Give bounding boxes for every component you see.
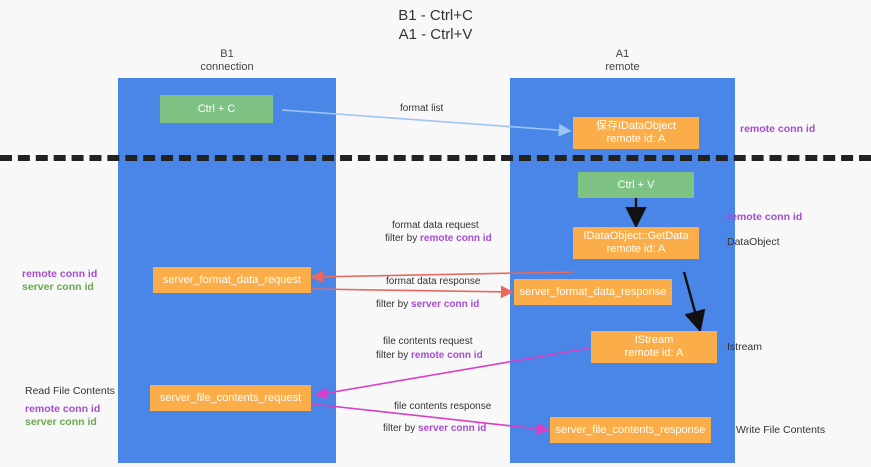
arrow-getdata-to-istream — [682, 271, 706, 333]
box-idataobject-line2: remote id: A — [606, 133, 666, 145]
arrow-format-list — [281, 109, 572, 137]
arrow-format-data-request — [310, 270, 574, 284]
label-file-contents-request: file contents request — [383, 336, 473, 347]
label-format-data-request: format data request — [392, 220, 479, 231]
box-server-file-contents-request[interactable]: server_file_contents_request — [150, 385, 311, 411]
lane-a1-name: A1 — [615, 48, 630, 60]
lane-b1-name: B1 — [220, 48, 234, 60]
box-server-format-data-request[interactable]: server_format_data_request — [153, 267, 311, 293]
box-istream-line1: IStream — [634, 334, 674, 346]
arrow-file-contents-response — [311, 403, 550, 436]
file-contents-request-filter-key: remote conn id — [411, 350, 483, 361]
box-ctrl-c-label: Ctrl + C — [197, 102, 236, 115]
box-getdata-line1: IDataObject::GetData — [583, 230, 689, 242]
note-istream: Istream — [727, 341, 763, 353]
box-server-file-contents-request-label: server_file_contents_request — [159, 391, 302, 404]
note-remote-conn-id-2: remote conn id — [25, 403, 101, 415]
box-istream[interactable]: IStream remote id: A — [591, 331, 717, 363]
lane-a1-sub: remote — [605, 61, 640, 73]
note-server-conn-id-2: server conn id — [25, 416, 97, 428]
lane-header-b1: B1 connection — [118, 48, 336, 74]
box-getdata-line2: remote id: A — [606, 243, 666, 255]
file-contents-response-filter-prefix: filter by — [383, 423, 419, 434]
box-istream-line2: remote id: A — [624, 347, 684, 359]
label-file-contents-response-filter: filter by server conn id — [383, 423, 486, 435]
label-file-contents-request-filter: filter by remote conn id — [376, 350, 483, 362]
file-contents-request-filter-prefix: filter by — [376, 350, 412, 361]
format-data-response-filter-key: server conn id — [411, 299, 480, 310]
box-server-format-data-request-label: server_format_data_request — [162, 273, 302, 286]
box-server-format-data-response-label: server_format_data_response — [519, 285, 667, 298]
box-ctrl-v[interactable]: Ctrl + V — [578, 172, 694, 198]
format-data-request-filter-key: remote conn id — [420, 233, 492, 244]
label-file-contents-response: file contents response — [394, 401, 492, 412]
file-contents-response-filter-key: server conn id — [418, 423, 487, 434]
label-format-data-request-filter: filter by remote conn id — [385, 233, 492, 245]
note-remote-conn-id-1: remote conn id — [22, 268, 98, 280]
diagram-title: B1 - Ctrl+C A1 - Ctrl+V — [0, 6, 871, 44]
box-getdata[interactable]: IDataObject::GetData remote id: A — [573, 227, 699, 259]
arrow-format-data-response — [311, 285, 514, 299]
label-format-data-response: format data response — [386, 276, 481, 287]
note-dataobject: DataObject — [727, 236, 780, 248]
label-format-list: format list — [400, 103, 444, 114]
phase-divider — [0, 155, 871, 161]
box-server-format-data-response[interactable]: server_format_data_response — [514, 279, 672, 305]
note-write-file-contents: Write File Contents — [736, 424, 826, 436]
format-data-request-filter-prefix: filter by — [385, 233, 421, 244]
note-server-conn-id-1: server conn id — [22, 281, 94, 293]
title-line-1: B1 - Ctrl+C — [398, 7, 473, 24]
lane-header-a1: A1 remote — [510, 48, 735, 74]
box-ctrl-v-label: Ctrl + V — [617, 178, 655, 191]
title-line-2: A1 - Ctrl+V — [398, 26, 473, 43]
box-idataobject[interactable]: 保存IDataObject remote id: A — [573, 117, 699, 149]
box-server-file-contents-response[interactable]: server_file_contents_response — [550, 417, 711, 443]
arrow-file-contents-request — [314, 347, 591, 400]
box-server-file-contents-response-label: server_file_contents_response — [555, 423, 706, 436]
note-remote-conn-id-top: remote conn id — [740, 123, 816, 135]
box-idataobject-line1: 保存IDataObject — [595, 120, 677, 132]
label-format-data-response-filter: filter by server conn id — [376, 299, 479, 311]
box-ctrl-c[interactable]: Ctrl + C — [160, 95, 273, 123]
note-remote-conn-id-mid: remote conn id — [727, 211, 803, 223]
lane-b1-sub: connection — [200, 61, 254, 73]
note-read-file-contents: Read File Contents — [25, 385, 115, 397]
format-data-response-filter-prefix: filter by — [376, 299, 412, 310]
